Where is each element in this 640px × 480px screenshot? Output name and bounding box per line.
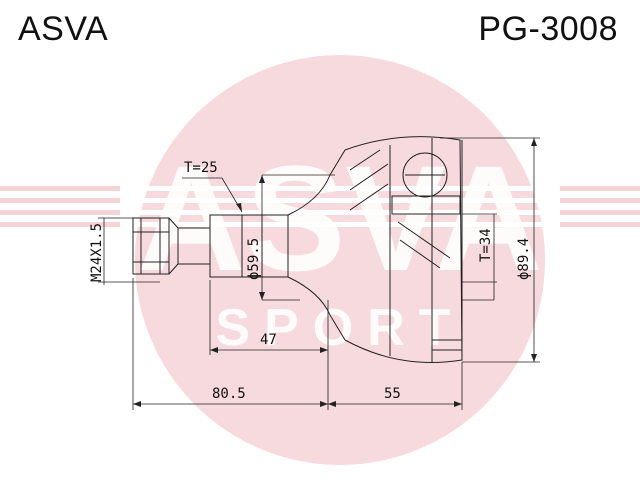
dimension-arrows (133, 138, 537, 407)
part-number: PG-3008 (478, 10, 618, 48)
label-outer-diameter: ϕ89.4 (516, 238, 532, 280)
watermark-stripes (0, 186, 640, 227)
label-total-length: 80.5 (212, 386, 246, 402)
label-seal-width: T=25 (184, 160, 218, 176)
label-thread: M24X1.5 (89, 223, 105, 282)
watermark-text: ASVA (137, 134, 543, 302)
watermark-side-bars (0, 186, 640, 227)
watermark-subtext: SPORT (215, 299, 464, 357)
label-inner-thickness: T=34 (478, 228, 494, 262)
label-spline-length: 47 (260, 332, 277, 348)
label-housing-length: 55 (384, 386, 401, 402)
brand-title: ASVA (18, 10, 109, 48)
label-shaft-diameter: ϕ59.5 (246, 238, 262, 280)
dimension-lines (98, 137, 540, 410)
joint-outline (132, 136, 463, 363)
